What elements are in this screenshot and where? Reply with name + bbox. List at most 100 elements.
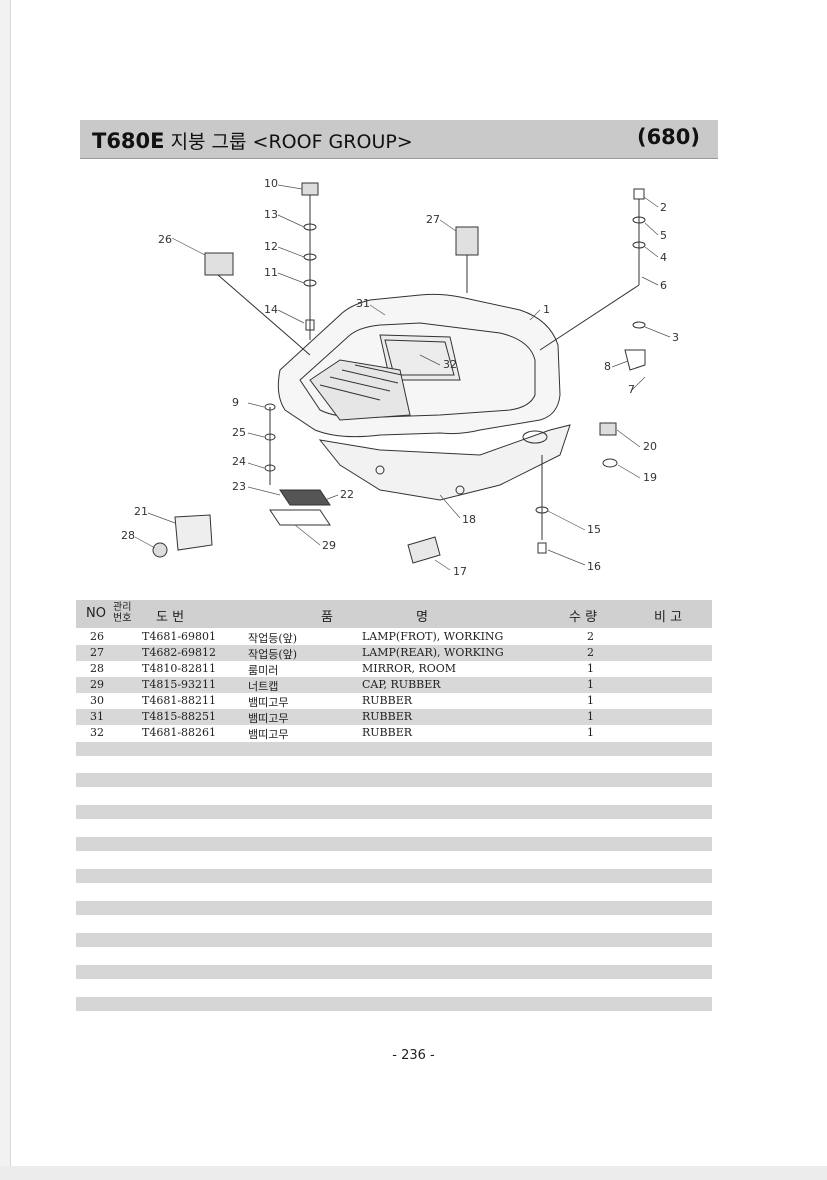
col-mgmt-line2: 번호 <box>113 613 132 624</box>
row-part-number: T4681-88261 <box>142 726 217 739</box>
table-row: 28 T4810-82811 룸미러 MIRROR, ROOM 1 <box>76 661 712 677</box>
callout-label: 4 <box>660 251 667 264</box>
callout-label: 13 <box>264 208 278 221</box>
callout-label: 2 <box>660 201 667 214</box>
page-number: - 236 - <box>392 1048 435 1063</box>
row-quantity: 2 <box>587 630 594 643</box>
callout-label: 10 <box>264 177 278 190</box>
callout-label: 20 <box>643 440 657 453</box>
page-bottom-edge <box>0 1166 827 1180</box>
row-english-name: LAMP(FROT), WORKING <box>362 630 504 643</box>
roof-diagram-svg: 10 13 12 11 14 26 27 31 1 32 2 5 4 6 3 8… <box>121 177 679 578</box>
table-row: 27 T4682-69812 작업등(앞) LAMP(REAR), WORKIN… <box>76 645 712 661</box>
callout-label: 22 <box>340 488 354 501</box>
table-row: 26 T4681-69801 작업등(앞) LAMP(FROT), WORKIN… <box>76 629 712 645</box>
col-no: NO <box>86 606 106 621</box>
row-part-number: T4815-93211 <box>142 678 217 691</box>
callout-label: 16 <box>587 560 601 573</box>
row-part-number: T4681-69801 <box>142 630 217 643</box>
row-english-name: RUBBER <box>362 694 413 707</box>
row-korean-name: 룸미러 <box>248 664 279 677</box>
parts-table-header: NO 관리 번호 도 번 품 명 수 량 비 고 <box>76 600 712 628</box>
row-quantity: 1 <box>587 694 594 707</box>
empty-row-stripe <box>76 805 712 819</box>
row-part-number: T4810-82811 <box>142 662 217 675</box>
callout-label: 32 <box>443 358 457 371</box>
row-quantity: 1 <box>587 726 594 739</box>
callout-label: 31 <box>356 297 370 310</box>
callout-label: 3 <box>672 331 679 344</box>
empty-row-stripe <box>76 933 712 947</box>
callout-label: 8 <box>604 360 611 373</box>
callout-label: 7 <box>628 383 635 396</box>
diagram-callouts: 10 13 12 11 14 26 27 31 1 32 2 5 4 6 3 8… <box>121 177 679 578</box>
section-title-bar: T680E 지붕 그룹 <ROOF GROUP> (680) <box>80 120 718 159</box>
col-mgmt-line1: 관리 <box>113 602 132 613</box>
empty-row-stripe <box>76 773 712 787</box>
row-korean-name: 뱀띠고무 <box>248 712 289 725</box>
row-no: 27 <box>90 646 104 659</box>
empty-row-stripe <box>76 869 712 883</box>
callout-label: 15 <box>587 523 601 536</box>
row-no: 26 <box>90 630 104 643</box>
row-no: 31 <box>90 710 104 723</box>
row-part-number: T4682-69812 <box>142 646 217 659</box>
row-quantity: 1 <box>587 662 594 675</box>
callout-label: 11 <box>264 266 278 279</box>
table-row: 29 T4815-93211 너트캡 CAP, RUBBER 1 <box>76 677 712 693</box>
callout-label: 21 <box>134 505 148 518</box>
group-name: 지붕 그룹 <ROOF GROUP> <box>170 131 413 153</box>
callout-label: 23 <box>232 480 246 493</box>
empty-row-stripe <box>76 965 712 979</box>
page-left-edge <box>0 0 11 1180</box>
col-remarks: 비 고 <box>654 610 683 625</box>
col-name-part2: 명 <box>416 610 428 625</box>
group-code: (680) <box>636 125 700 149</box>
row-english-name: RUBBER <box>362 710 413 723</box>
row-english-name: LAMP(REAR), WORKING <box>362 646 504 659</box>
row-no: 32 <box>90 726 104 739</box>
col-quantity: 수 량 <box>569 610 598 625</box>
callout-label: 27 <box>426 213 440 226</box>
callout-label: 1 <box>543 303 550 316</box>
callout-label: 18 <box>462 513 476 526</box>
row-english-name: RUBBER <box>362 726 413 739</box>
row-quantity: 1 <box>587 710 594 723</box>
row-korean-name: 너트캡 <box>248 680 279 693</box>
callout-label: 6 <box>660 279 667 292</box>
callout-label: 12 <box>264 240 278 253</box>
empty-row-stripe <box>76 901 712 915</box>
row-no: 28 <box>90 662 104 675</box>
row-quantity: 2 <box>587 646 594 659</box>
row-korean-name: 뱀띠고무 <box>248 728 289 741</box>
callout-label: 19 <box>643 471 657 484</box>
empty-row-stripe <box>76 837 712 851</box>
col-name-part1: 품 <box>321 610 333 625</box>
callout-label: 26 <box>158 233 172 246</box>
section-title: T680E 지붕 그룹 <ROOF GROUP> <box>92 127 413 154</box>
row-part-number: T4815-88251 <box>142 710 217 723</box>
callout-label: 14 <box>264 303 278 316</box>
callout-label: 9 <box>232 396 239 409</box>
row-quantity: 1 <box>587 678 594 691</box>
row-part-number: T4681-88211 <box>142 694 217 707</box>
table-row: 30 T4681-88211 뱀띠고무 RUBBER 1 <box>76 693 712 709</box>
row-korean-name: 뱀띠고무 <box>248 696 289 709</box>
row-english-name: CAP, RUBBER <box>362 678 441 691</box>
empty-row-stripe <box>76 742 712 756</box>
table-row: 31 T4815-88251 뱀띠고무 RUBBER 1 <box>76 709 712 725</box>
callout-label: 25 <box>232 426 246 439</box>
row-no: 30 <box>90 694 104 707</box>
table-row: 32 T4681-88261 뱀띠고무 RUBBER 1 <box>76 725 712 741</box>
row-english-name: MIRROR, ROOM <box>362 662 457 675</box>
col-drawing-number: 도 번 <box>156 610 185 625</box>
callout-label: 17 <box>453 565 467 578</box>
row-korean-name: 작업등(앞) <box>248 632 298 645</box>
model-code: T680E <box>92 129 165 153</box>
callout-label: 24 <box>232 455 246 468</box>
callout-label: 5 <box>660 229 667 242</box>
row-no: 29 <box>90 678 104 691</box>
exploded-parts-diagram: 10 13 12 11 14 26 27 31 1 32 2 5 4 6 3 8… <box>80 165 718 590</box>
empty-row-stripe <box>76 997 712 1011</box>
